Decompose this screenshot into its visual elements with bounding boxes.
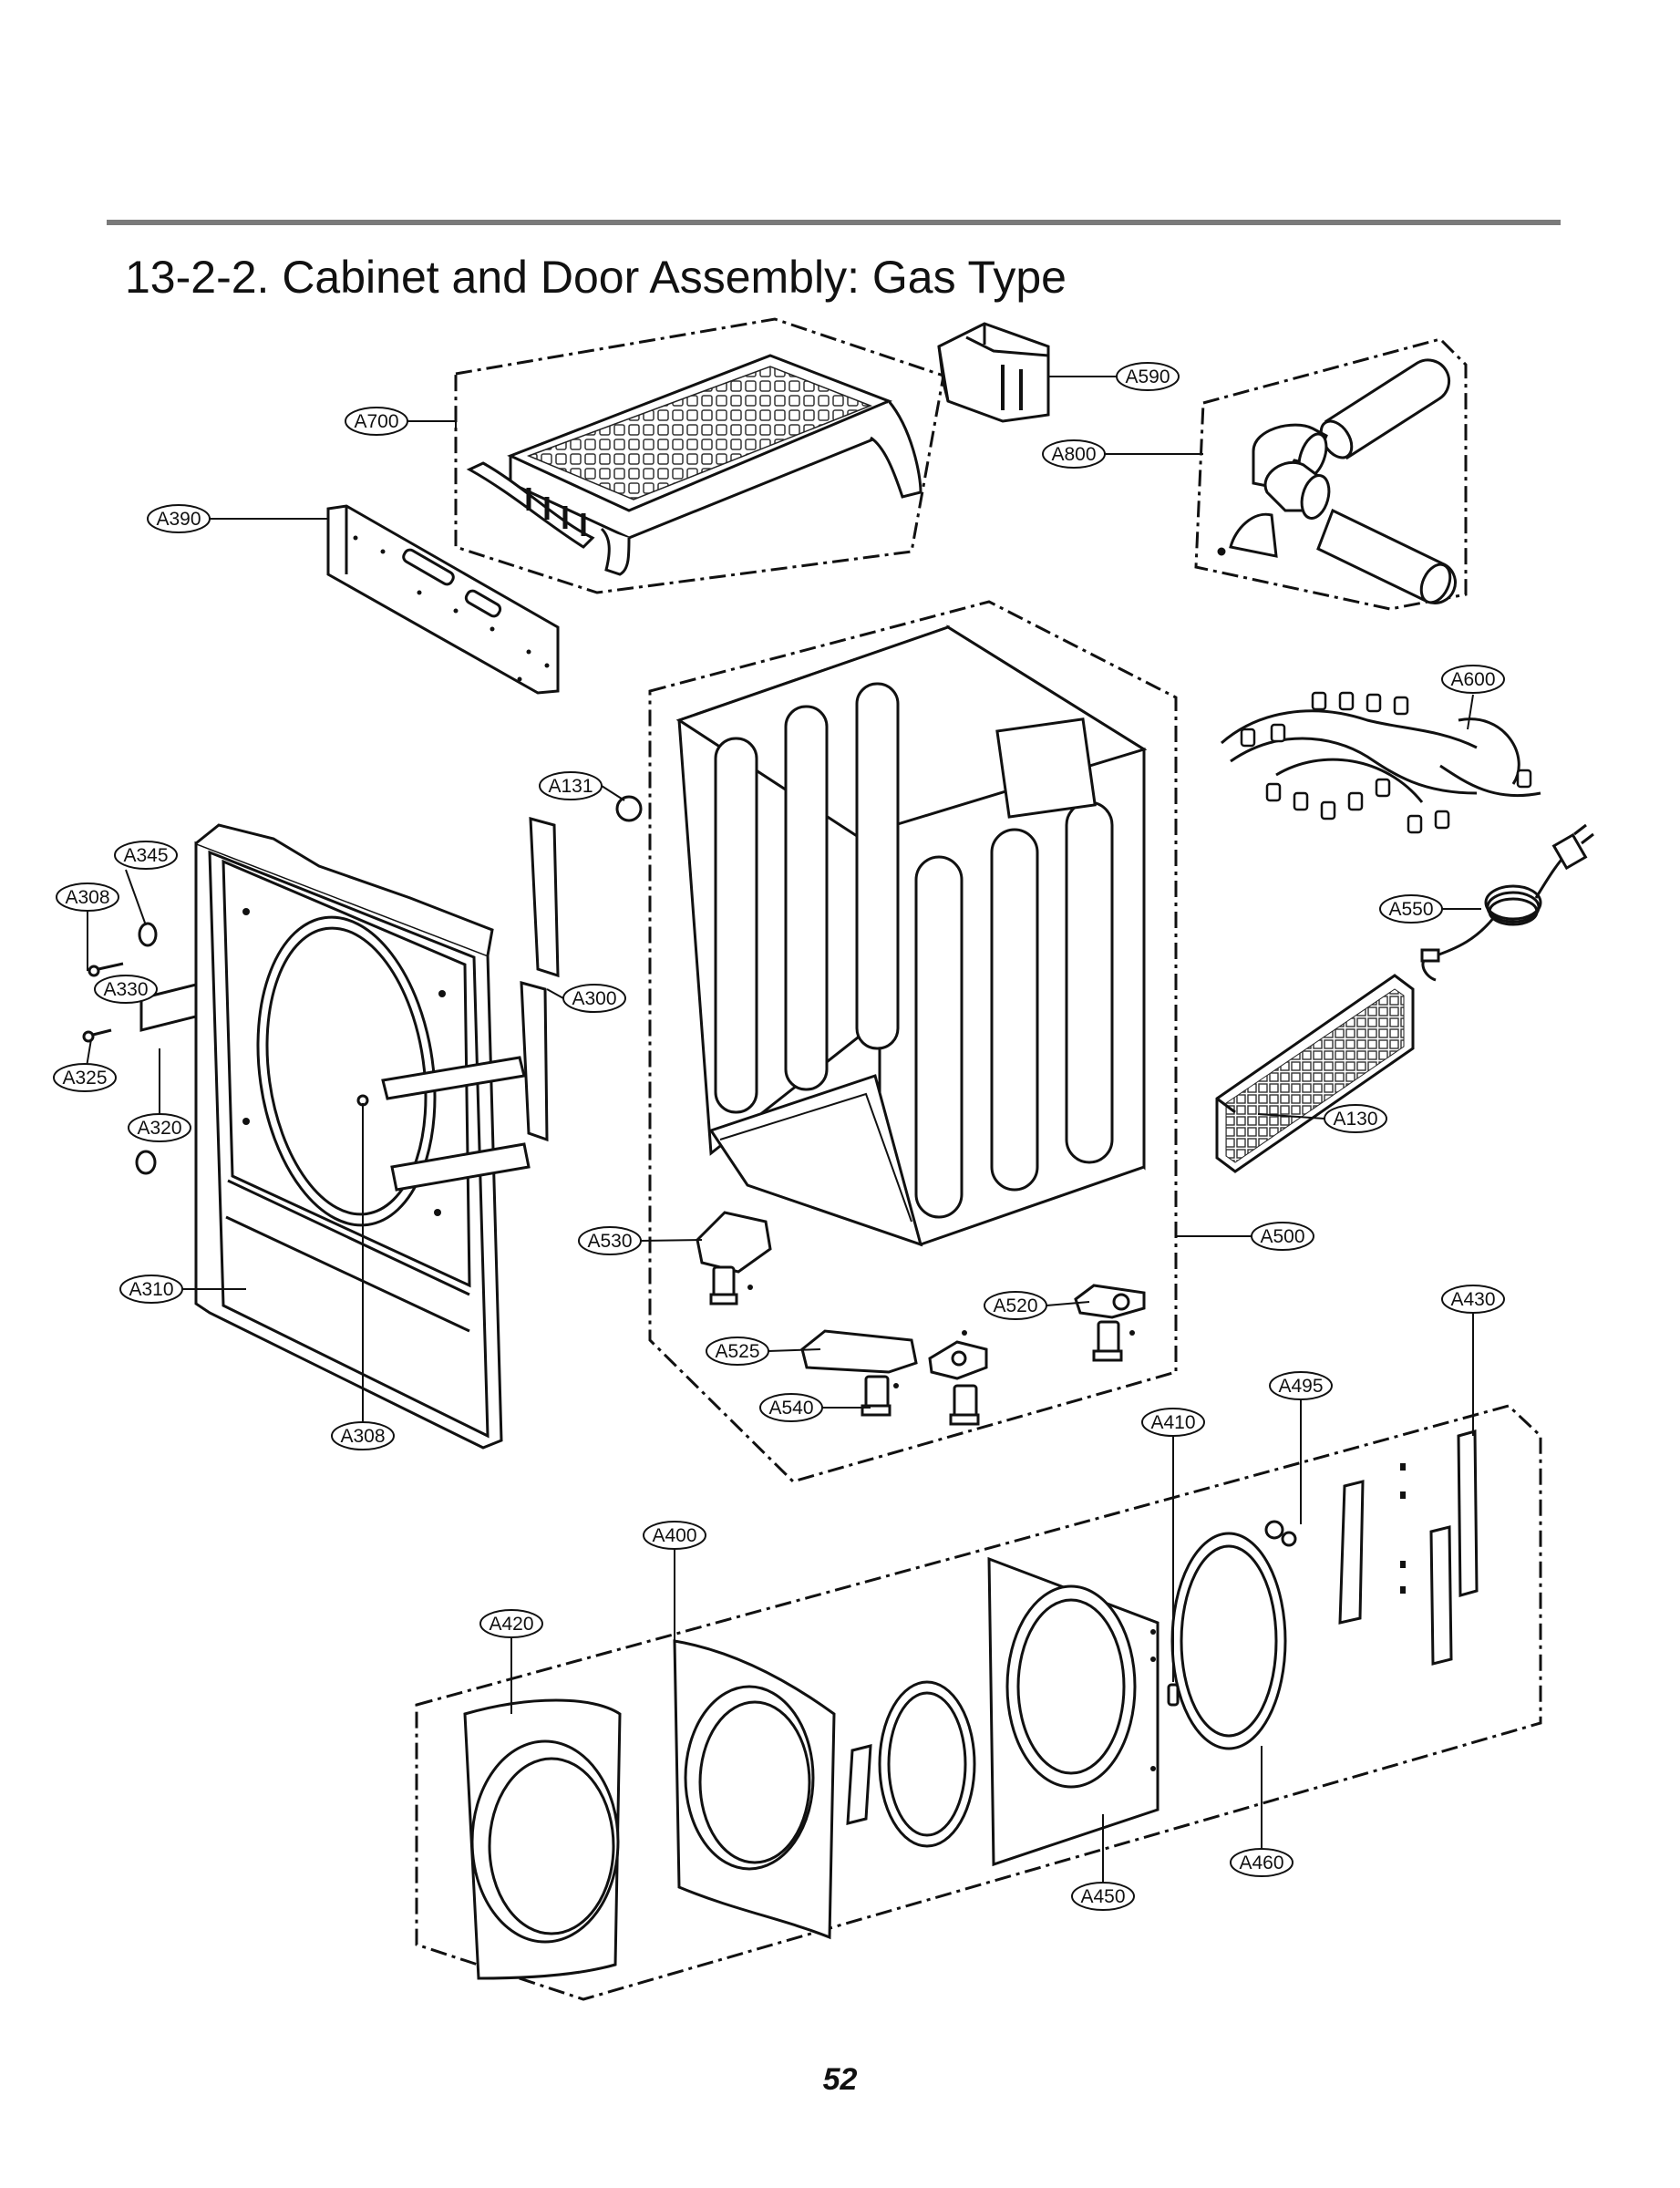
callout-a390: A390 [147, 504, 211, 533]
svg-text:A308: A308 [340, 1426, 385, 1447]
svg-text:A300: A300 [572, 988, 616, 1009]
svg-text:A320: A320 [137, 1118, 181, 1139]
door-group-boundary [415, 1404, 1542, 2001]
duct-group-boundary [1194, 337, 1468, 611]
wire-harness-part [1221, 691, 1541, 834]
callout-a520: A520 [984, 1291, 1047, 1320]
group-boundaries [415, 317, 1542, 2001]
power-cord-part [1420, 823, 1594, 982]
svg-text:A600: A600 [1450, 669, 1495, 690]
svg-text:A308: A308 [65, 887, 109, 908]
svg-text:A520: A520 [993, 1295, 1037, 1316]
control-bracket-part [326, 504, 560, 695]
page-title: 13-2-2. Cabinet and Door Assembly: Gas T… [125, 252, 1067, 303]
svg-text:A495: A495 [1278, 1376, 1323, 1397]
svg-text:A800: A800 [1051, 444, 1096, 465]
callout-a325: A325 [53, 1063, 117, 1092]
callout-a130: A130 [1324, 1104, 1387, 1133]
callout-a600: A600 [1441, 665, 1505, 694]
callout-a308-bottom: A308 [331, 1421, 395, 1450]
svg-text:A500: A500 [1260, 1226, 1304, 1247]
svg-text:A420: A420 [489, 1614, 533, 1635]
svg-text:A131: A131 [548, 776, 593, 797]
svg-text:A525: A525 [715, 1341, 759, 1362]
svg-text:A590: A590 [1125, 366, 1170, 387]
svg-text:A450: A450 [1080, 1886, 1125, 1907]
leader-lines [84, 376, 1481, 1883]
callout-a420: A420 [479, 1609, 543, 1638]
side-rails [139, 817, 560, 1192]
callout-a700: A700 [345, 407, 408, 436]
duct-bracket-part [937, 322, 1050, 423]
callout-a800: A800 [1042, 439, 1106, 469]
callout-a310: A310 [119, 1275, 183, 1304]
svg-text:A550: A550 [1388, 899, 1433, 920]
header-rule [107, 220, 1561, 225]
rear-grille-part [1215, 974, 1415, 1173]
svg-text:A310: A310 [129, 1279, 173, 1300]
svg-text:A390: A390 [156, 509, 201, 530]
callout-a320: A320 [128, 1113, 191, 1142]
callout-a430: A430 [1441, 1285, 1505, 1314]
svg-text:A540: A540 [768, 1398, 813, 1419]
svg-text:A345: A345 [123, 845, 168, 866]
callout-a460: A460 [1230, 1848, 1293, 1877]
callout-a330: A330 [94, 975, 158, 1004]
svg-text:A325: A325 [62, 1068, 107, 1089]
top-plate-group-boundary [454, 317, 945, 594]
exhaust-duct-part [1217, 358, 1457, 604]
svg-text:A410: A410 [1150, 1412, 1195, 1433]
callout-a131: A131 [539, 771, 603, 800]
svg-text:A330: A330 [103, 979, 148, 1000]
cabinet-group-boundary [648, 600, 1178, 1483]
callout-a400: A400 [643, 1521, 706, 1550]
callout-a410: A410 [1141, 1408, 1205, 1437]
callout-a550: A550 [1379, 894, 1443, 924]
svg-text:A400: A400 [652, 1525, 696, 1546]
svg-text:A130: A130 [1333, 1109, 1377, 1130]
page-number: 52 [822, 2062, 858, 2097]
callout-a525: A525 [706, 1337, 769, 1366]
svg-text:A700: A700 [354, 411, 398, 432]
cabinet-part [675, 624, 1148, 1247]
svg-text:A460: A460 [1239, 1853, 1283, 1873]
callout-a300: A300 [562, 984, 626, 1013]
callout-a540: A540 [759, 1393, 823, 1422]
svg-text:A530: A530 [587, 1231, 632, 1252]
top-plate-part [466, 354, 922, 576]
callout-a500: A500 [1251, 1222, 1314, 1251]
callout-a345: A345 [114, 841, 178, 870]
callout-a590: A590 [1116, 362, 1180, 391]
callout-a495: A495 [1269, 1371, 1333, 1400]
callout-a530: A530 [578, 1226, 642, 1255]
callout-a450: A450 [1071, 1882, 1135, 1911]
leveling-feet [696, 1211, 1146, 1426]
door-screws [1150, 1463, 1406, 1771]
callout-a308-top: A308 [56, 882, 119, 912]
svg-text:A430: A430 [1450, 1289, 1495, 1310]
door-assembly-parts [463, 1429, 1479, 1980]
front-panel-part [194, 823, 503, 1450]
